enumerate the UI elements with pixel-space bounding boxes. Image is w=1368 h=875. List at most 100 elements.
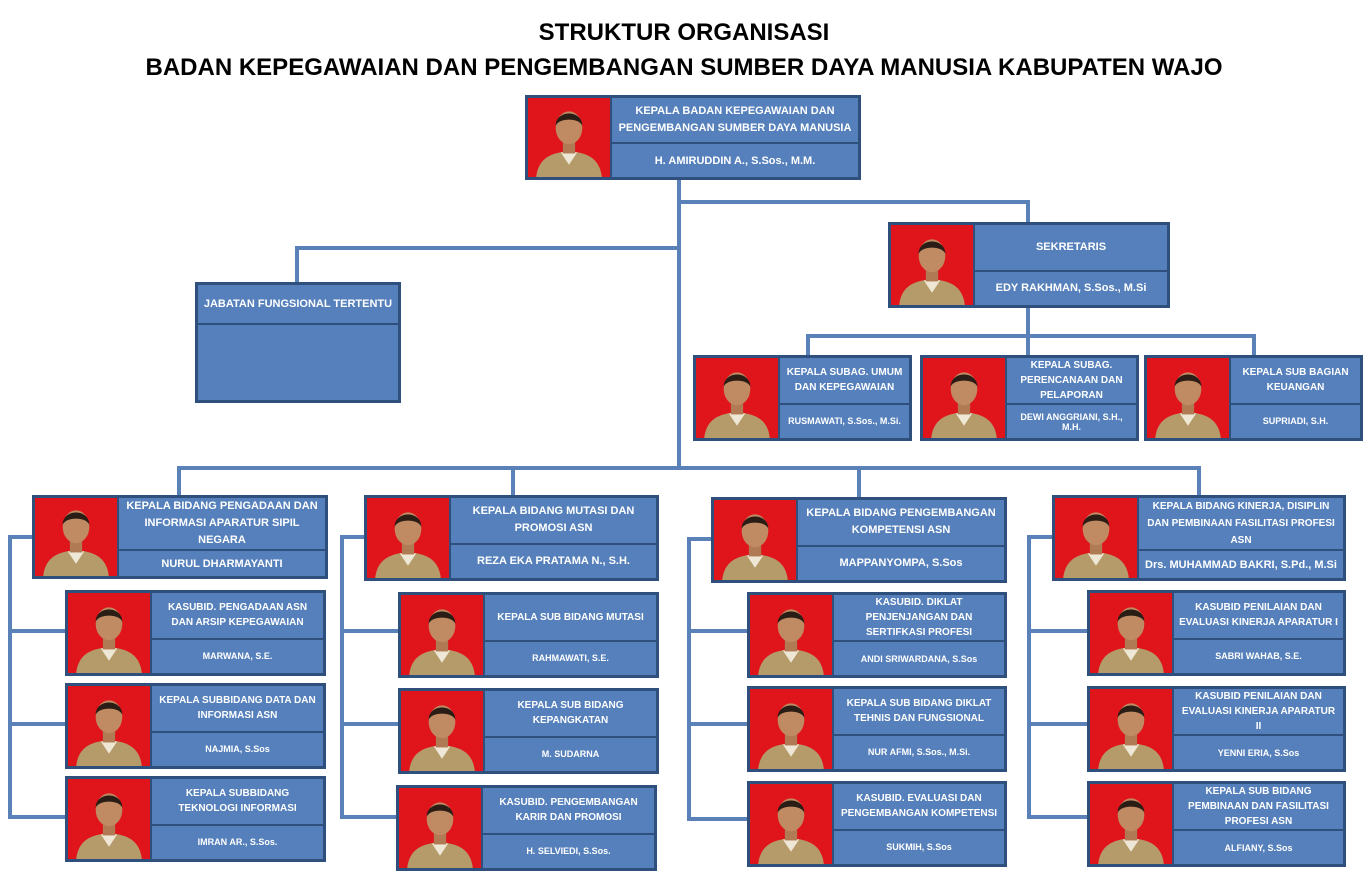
card-position: KEPALA SUBAG. UMUM DAN KEPEGAWAIAN	[786, 367, 903, 394]
card-name: YENNI ERIA, S.Sos	[1174, 734, 1343, 769]
card-name: MARWANA, S.E.	[152, 637, 323, 673]
collar-shape	[100, 648, 118, 661]
collar-shape	[782, 839, 800, 852]
person-photo	[35, 498, 119, 576]
person-silhouette-icon	[722, 514, 788, 580]
person-photo	[1147, 358, 1231, 438]
hair-shape	[95, 795, 123, 808]
hair-shape	[62, 512, 90, 525]
chart-subtitle: BADAN KEPEGAWAIAN DAN PENGEMBANGAN SUMBE…	[145, 54, 1223, 81]
collar-shape	[728, 413, 746, 426]
person-photo	[401, 691, 485, 771]
card-subbidang[interactable]: KEPALA SUB BIDANG KEPANGKATAN M. SUDARNA	[398, 688, 659, 774]
card-position: KEPALA BIDANG PENGADAAN DAN INFORMASI AP…	[126, 500, 318, 546]
card-name: EDY RAKHMAN, S.Sos., M.Si	[975, 269, 1167, 305]
card-name: DEWI ANGGRIANI, S.H., M.H.	[1007, 403, 1136, 438]
person-photo	[923, 358, 1007, 438]
person-silhouette-icon	[375, 512, 441, 578]
card-position: KEPALA SUBBIDANG TEKNOLOGI INFORMASI	[178, 788, 297, 815]
person-photo	[367, 498, 451, 578]
card-name: REZA EKA PRATAMA N., S.H.	[451, 542, 656, 578]
person-photo	[68, 686, 152, 766]
hair-shape	[394, 514, 422, 527]
collar-shape	[1122, 744, 1140, 757]
person-silhouette-icon	[409, 609, 475, 675]
chart-title: STRUKTUR ORGANISASI	[538, 19, 830, 46]
person-silhouette-icon	[407, 802, 473, 868]
hair-shape	[95, 609, 123, 622]
card-name: SUKMIH, S.Sos	[834, 828, 1004, 864]
card-bidang-kinerja[interactable]: KEPALA BIDANG KINERJA, DISIPLIN DAN PEMB…	[1052, 495, 1346, 581]
person-photo	[750, 689, 834, 769]
card-bidang-mutasi[interactable]: KEPALA BIDANG MUTASI DAN PROMOSI ASN REZ…	[364, 495, 659, 581]
collar-shape	[100, 834, 118, 847]
card-subbidang[interactable]: KEPALA SUB BIDANG MUTASI RAHMAWATI, S.E.	[398, 592, 659, 678]
collar-shape	[399, 553, 417, 566]
card-subbag-keuangan[interactable]: KEPALA SUB BAGIAN KEUANGAN SUPRIADI, S.H…	[1144, 355, 1363, 441]
card-position: KEPALA SUB BIDANG KEPANGKATAN	[517, 700, 624, 727]
card-bidang-kompetensi[interactable]: KEPALA BIDANG PENGEMBANGAN KOMPETENSI AS…	[711, 497, 1007, 583]
card-subbidang[interactable]: KEPALA SUBBIDANG TEKNOLOGI INFORMASI IMR…	[65, 776, 326, 862]
card-name: NURUL DHARMAYANTI	[119, 549, 325, 576]
person-silhouette-icon	[76, 607, 142, 673]
collar-shape	[782, 744, 800, 757]
card-head[interactable]: KEPALA BADAN KEPEGAWAIAN DAN PENGEMBANGA…	[525, 95, 861, 180]
collar-shape	[955, 413, 973, 426]
collar-shape	[782, 650, 800, 663]
hair-shape	[1117, 705, 1145, 718]
person-silhouette-icon	[1155, 372, 1221, 438]
person-silhouette-icon	[536, 111, 602, 177]
person-silhouette-icon	[1098, 607, 1164, 673]
card-position: KEPALA SUBAG. PERENCANAAN DAN PELAPORAN	[1020, 360, 1123, 401]
card-position: KASUBID PENILAIAN DAN EVALUASI KINERJA A…	[1179, 602, 1338, 629]
card-subbidang[interactable]: KEPALA SUB BIDANG DIKLAT TEHNIS DAN FUNG…	[747, 686, 1007, 772]
card-fungsional[interactable]: JABATAN FUNGSIONAL TERTENTU	[195, 282, 401, 403]
collar-shape	[100, 741, 118, 754]
hair-shape	[1174, 374, 1202, 387]
person-silhouette-icon	[43, 510, 109, 576]
card-name: M. SUDARNA	[485, 735, 656, 771]
card-subbidang[interactable]: KASUBID. PENGADAAN ASN DAN ARSIP KEPEGAW…	[65, 590, 326, 676]
person-silhouette-icon	[899, 239, 965, 305]
card-name: SABRI WAHAB, S.E.	[1174, 637, 1343, 673]
person-silhouette-icon	[1063, 512, 1129, 578]
collar-shape	[746, 555, 764, 568]
hair-shape	[1117, 609, 1145, 622]
person-photo	[68, 779, 152, 859]
card-subbidang[interactable]: KEPALA SUB BIDANG PEMBINAAN DAN FASILITA…	[1087, 781, 1346, 867]
card-position: KEPALA SUB BIDANG DIKLAT TEHNIS DAN FUNG…	[846, 698, 992, 725]
card-position: KEPALA SUBBIDANG DATA DAN INFORMASI ASN	[159, 695, 316, 722]
person-silhouette-icon	[1098, 703, 1164, 769]
hair-shape	[95, 702, 123, 715]
card-position: KEPALA BIDANG MUTASI DAN PROMOSI ASN	[472, 505, 635, 535]
card-subbidang[interactable]: KEPALA SUBBIDANG DATA DAN INFORMASI ASN …	[65, 683, 326, 769]
hair-shape	[950, 374, 978, 387]
card-subbidang[interactable]: KASUBID. DIKLAT PENJENJANGAN DAN SERTIFK…	[747, 592, 1007, 678]
card-subbidang[interactable]: KASUBID. PENGEMBANGAN KARIR DAN PROMOSI …	[396, 785, 657, 871]
card-position: KEPALA BIDANG KINERJA, DISIPLIN DAN PEMB…	[1147, 501, 1335, 546]
card-name: RUSMAWATI, S.Sos., M.Si.	[780, 402, 909, 438]
person-photo	[1090, 593, 1174, 673]
card-position: KASUBID. EVALUASI DAN PENGEMBANGAN KOMPE…	[840, 793, 998, 820]
card-name: RAHMAWATI, S.E.	[485, 639, 656, 675]
card-bidang-pengadaan[interactable]: KEPALA BIDANG PENGADAAN DAN INFORMASI AP…	[32, 495, 328, 579]
card-subbidang[interactable]: KASUBID. EVALUASI DAN PENGEMBANGAN KOMPE…	[747, 781, 1007, 867]
card-name: NUR AFMI, S.Sos., M.Si.	[834, 733, 1004, 769]
person-silhouette-icon	[76, 700, 142, 766]
card-subbag-umum[interactable]: KEPALA SUBAG. UMUM DAN KEPEGAWAIAN RUSMA…	[693, 355, 912, 441]
hair-shape	[777, 800, 805, 813]
card-name: ANDI SRIWARDANA, S.Sos	[834, 640, 1004, 675]
card-position: KEPALA SUB BIDANG PEMBINAAN DAN FASILITA…	[1188, 786, 1329, 827]
card-subbidang[interactable]: KASUBID PENILAIAN DAN EVALUASI KINERJA A…	[1087, 590, 1346, 676]
card-position: KASUBID. PENGADAAN ASN DAN ARSIP KEPEGAW…	[167, 602, 308, 629]
card-sekretaris[interactable]: SEKRETARIS EDY RAKHMAN, S.Sos., M.Si	[888, 222, 1170, 308]
card-name: NAJMIA, S.Sos	[152, 730, 323, 766]
person-photo	[891, 225, 975, 305]
hair-shape	[428, 611, 456, 624]
card-subbidang[interactable]: KASUBID PENILAIAN DAN EVALUASI KINERJA A…	[1087, 686, 1346, 772]
person-photo	[750, 595, 834, 675]
person-photo	[401, 595, 485, 675]
card-subbag-perencanaan[interactable]: KEPALA SUBAG. PERENCANAAN DAN PELAPORAN …	[920, 355, 1139, 441]
person-silhouette-icon	[758, 798, 824, 864]
person-silhouette-icon	[1098, 798, 1164, 864]
